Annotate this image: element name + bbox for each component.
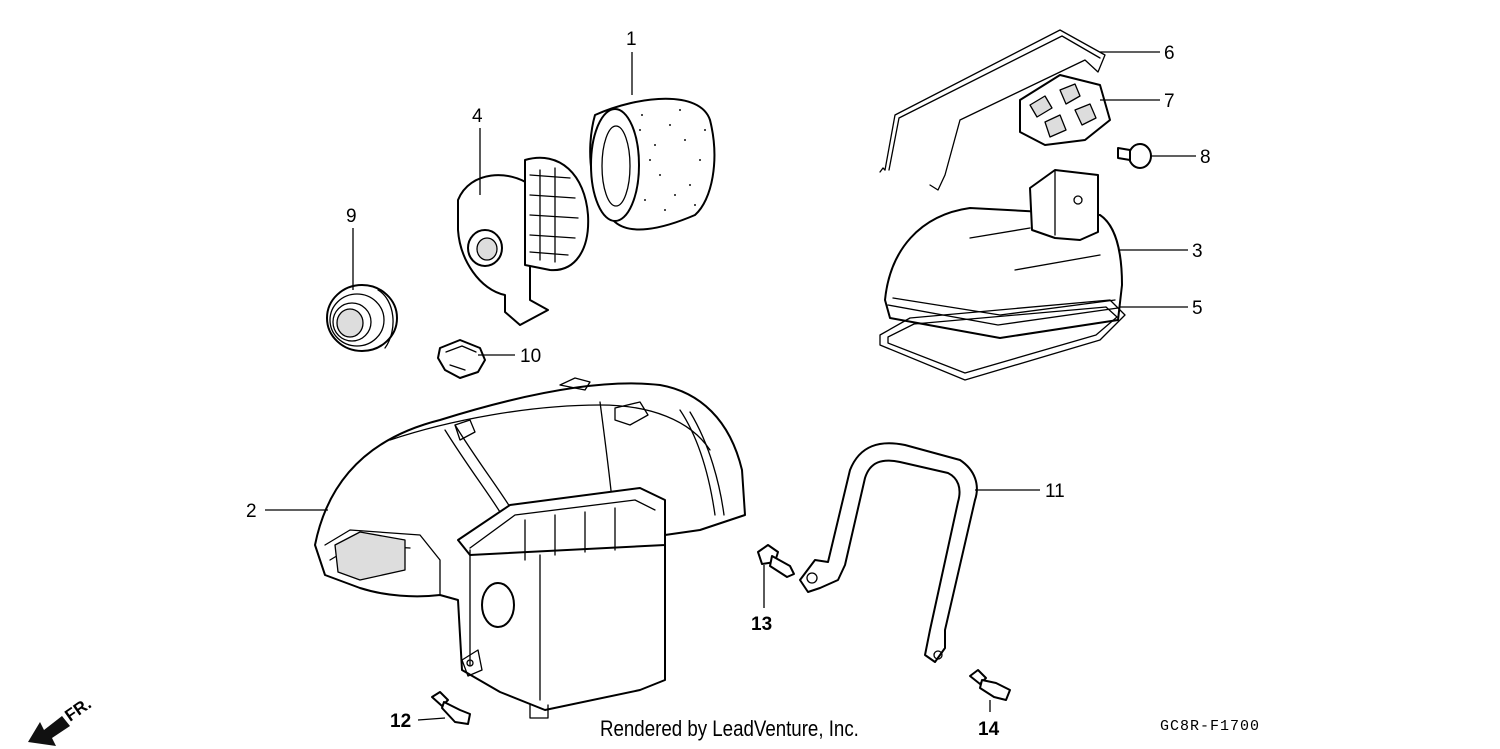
diagram-code: GC8R-F1700 [1160,718,1261,735]
label-part-14[interactable]: 14 [978,719,1000,740]
part-1-filter-element[interactable] [589,97,716,231]
part-3-cleaner-cover[interactable] [884,169,1123,339]
part-6-wire-band[interactable] [879,29,1106,191]
label-part-4[interactable]: 4 [472,106,483,127]
label-part-1[interactable]: 1 [626,29,637,50]
front-direction-marker: FR. [28,694,95,746]
part-4-element-holder[interactable] [457,156,590,326]
part-9-grommet[interactable] [326,284,398,352]
label-part-3[interactable]: 3 [1192,241,1203,262]
label-part-7[interactable]: 7 [1164,91,1175,112]
part-7-rubber-mount[interactable] [1019,74,1111,146]
part-number-labels: 1 2 3 4 5 6 7 8 9 10 11 12 13 14 [246,29,1211,740]
part-10-clip[interactable] [437,339,486,379]
label-part-12[interactable]: 12 [390,711,411,732]
part-2-air-cleaner-case[interactable] [314,377,746,719]
label-part-9[interactable]: 9 [346,206,357,227]
label-part-2[interactable]: 2 [246,501,257,522]
part-5-gasket[interactable] [879,299,1126,381]
label-part-6[interactable]: 6 [1164,43,1175,64]
label-part-5[interactable]: 5 [1192,298,1203,319]
part-8-clip-fastener[interactable] [1117,143,1152,169]
part-12-bolt[interactable] [431,691,471,725]
front-marker-text: FR. [61,694,94,725]
front-arrow-icon [28,716,70,746]
credit-text: Rendered by LeadVenture, Inc. [600,716,859,741]
leader-lines [265,51,1196,721]
label-part-11[interactable]: 11 [1045,481,1065,502]
part-13-bolt[interactable] [757,544,795,578]
label-part-8[interactable]: 8 [1200,147,1211,168]
part-14-bolt[interactable] [969,669,1011,701]
part-11-stay-bracket[interactable] [799,442,978,663]
label-part-10[interactable]: 10 [520,346,541,367]
label-part-13[interactable]: 13 [751,614,772,635]
